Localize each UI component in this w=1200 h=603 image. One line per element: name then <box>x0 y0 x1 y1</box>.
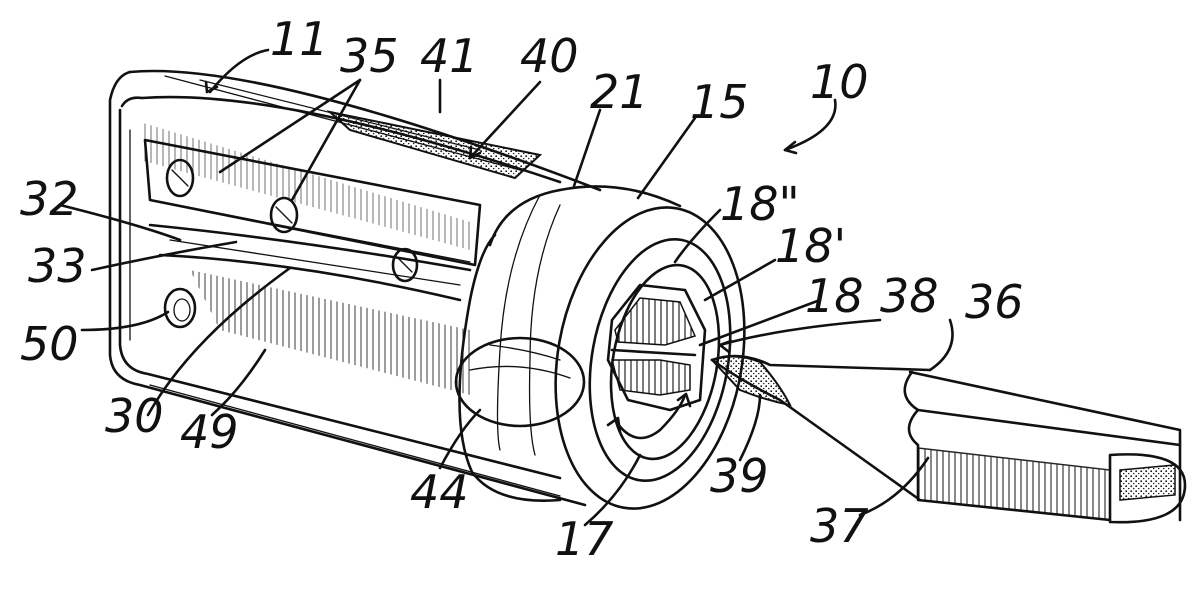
label-35: 35 <box>340 29 399 83</box>
label-41: 41 <box>420 29 479 83</box>
reference-numerals: 11 35 41 40 21 15 10 32 18" 18' 33 18 38… <box>20 12 1024 566</box>
label-32: 32 <box>20 172 79 226</box>
screw-right <box>391 247 419 283</box>
top-slot-41 <box>326 110 543 180</box>
pencil-36 <box>710 354 1187 524</box>
collar-21 <box>458 188 562 502</box>
label-21: 21 <box>590 65 649 119</box>
label-18p: 18' <box>775 219 846 273</box>
label-30: 30 <box>105 389 164 443</box>
label-36: 36 <box>965 275 1024 329</box>
inner-hatch-lower <box>190 270 470 395</box>
label-17: 17 <box>555 512 614 566</box>
label-49: 49 <box>180 405 239 459</box>
hole-50 <box>163 287 197 329</box>
label-37: 37 <box>810 499 869 553</box>
label-38: 38 <box>880 269 939 323</box>
release-button-44 <box>454 336 586 428</box>
label-50: 50 <box>20 317 79 371</box>
label-15: 15 <box>690 75 749 129</box>
hex-opening-18 <box>606 283 707 412</box>
label-33: 33 <box>28 239 87 293</box>
leader-lines <box>58 48 954 527</box>
label-10: 10 <box>810 55 869 109</box>
rotation-arrow-icon <box>606 392 692 440</box>
label-18: 18 <box>805 269 864 323</box>
label-40: 40 <box>520 29 579 83</box>
label-39: 39 <box>710 449 769 503</box>
label-44: 44 <box>410 465 469 519</box>
label-11: 11 <box>270 12 329 66</box>
screw-middle <box>269 196 299 234</box>
label-18pp: 18" <box>720 177 800 231</box>
ring-17 <box>609 263 721 461</box>
screw-left <box>165 158 195 198</box>
